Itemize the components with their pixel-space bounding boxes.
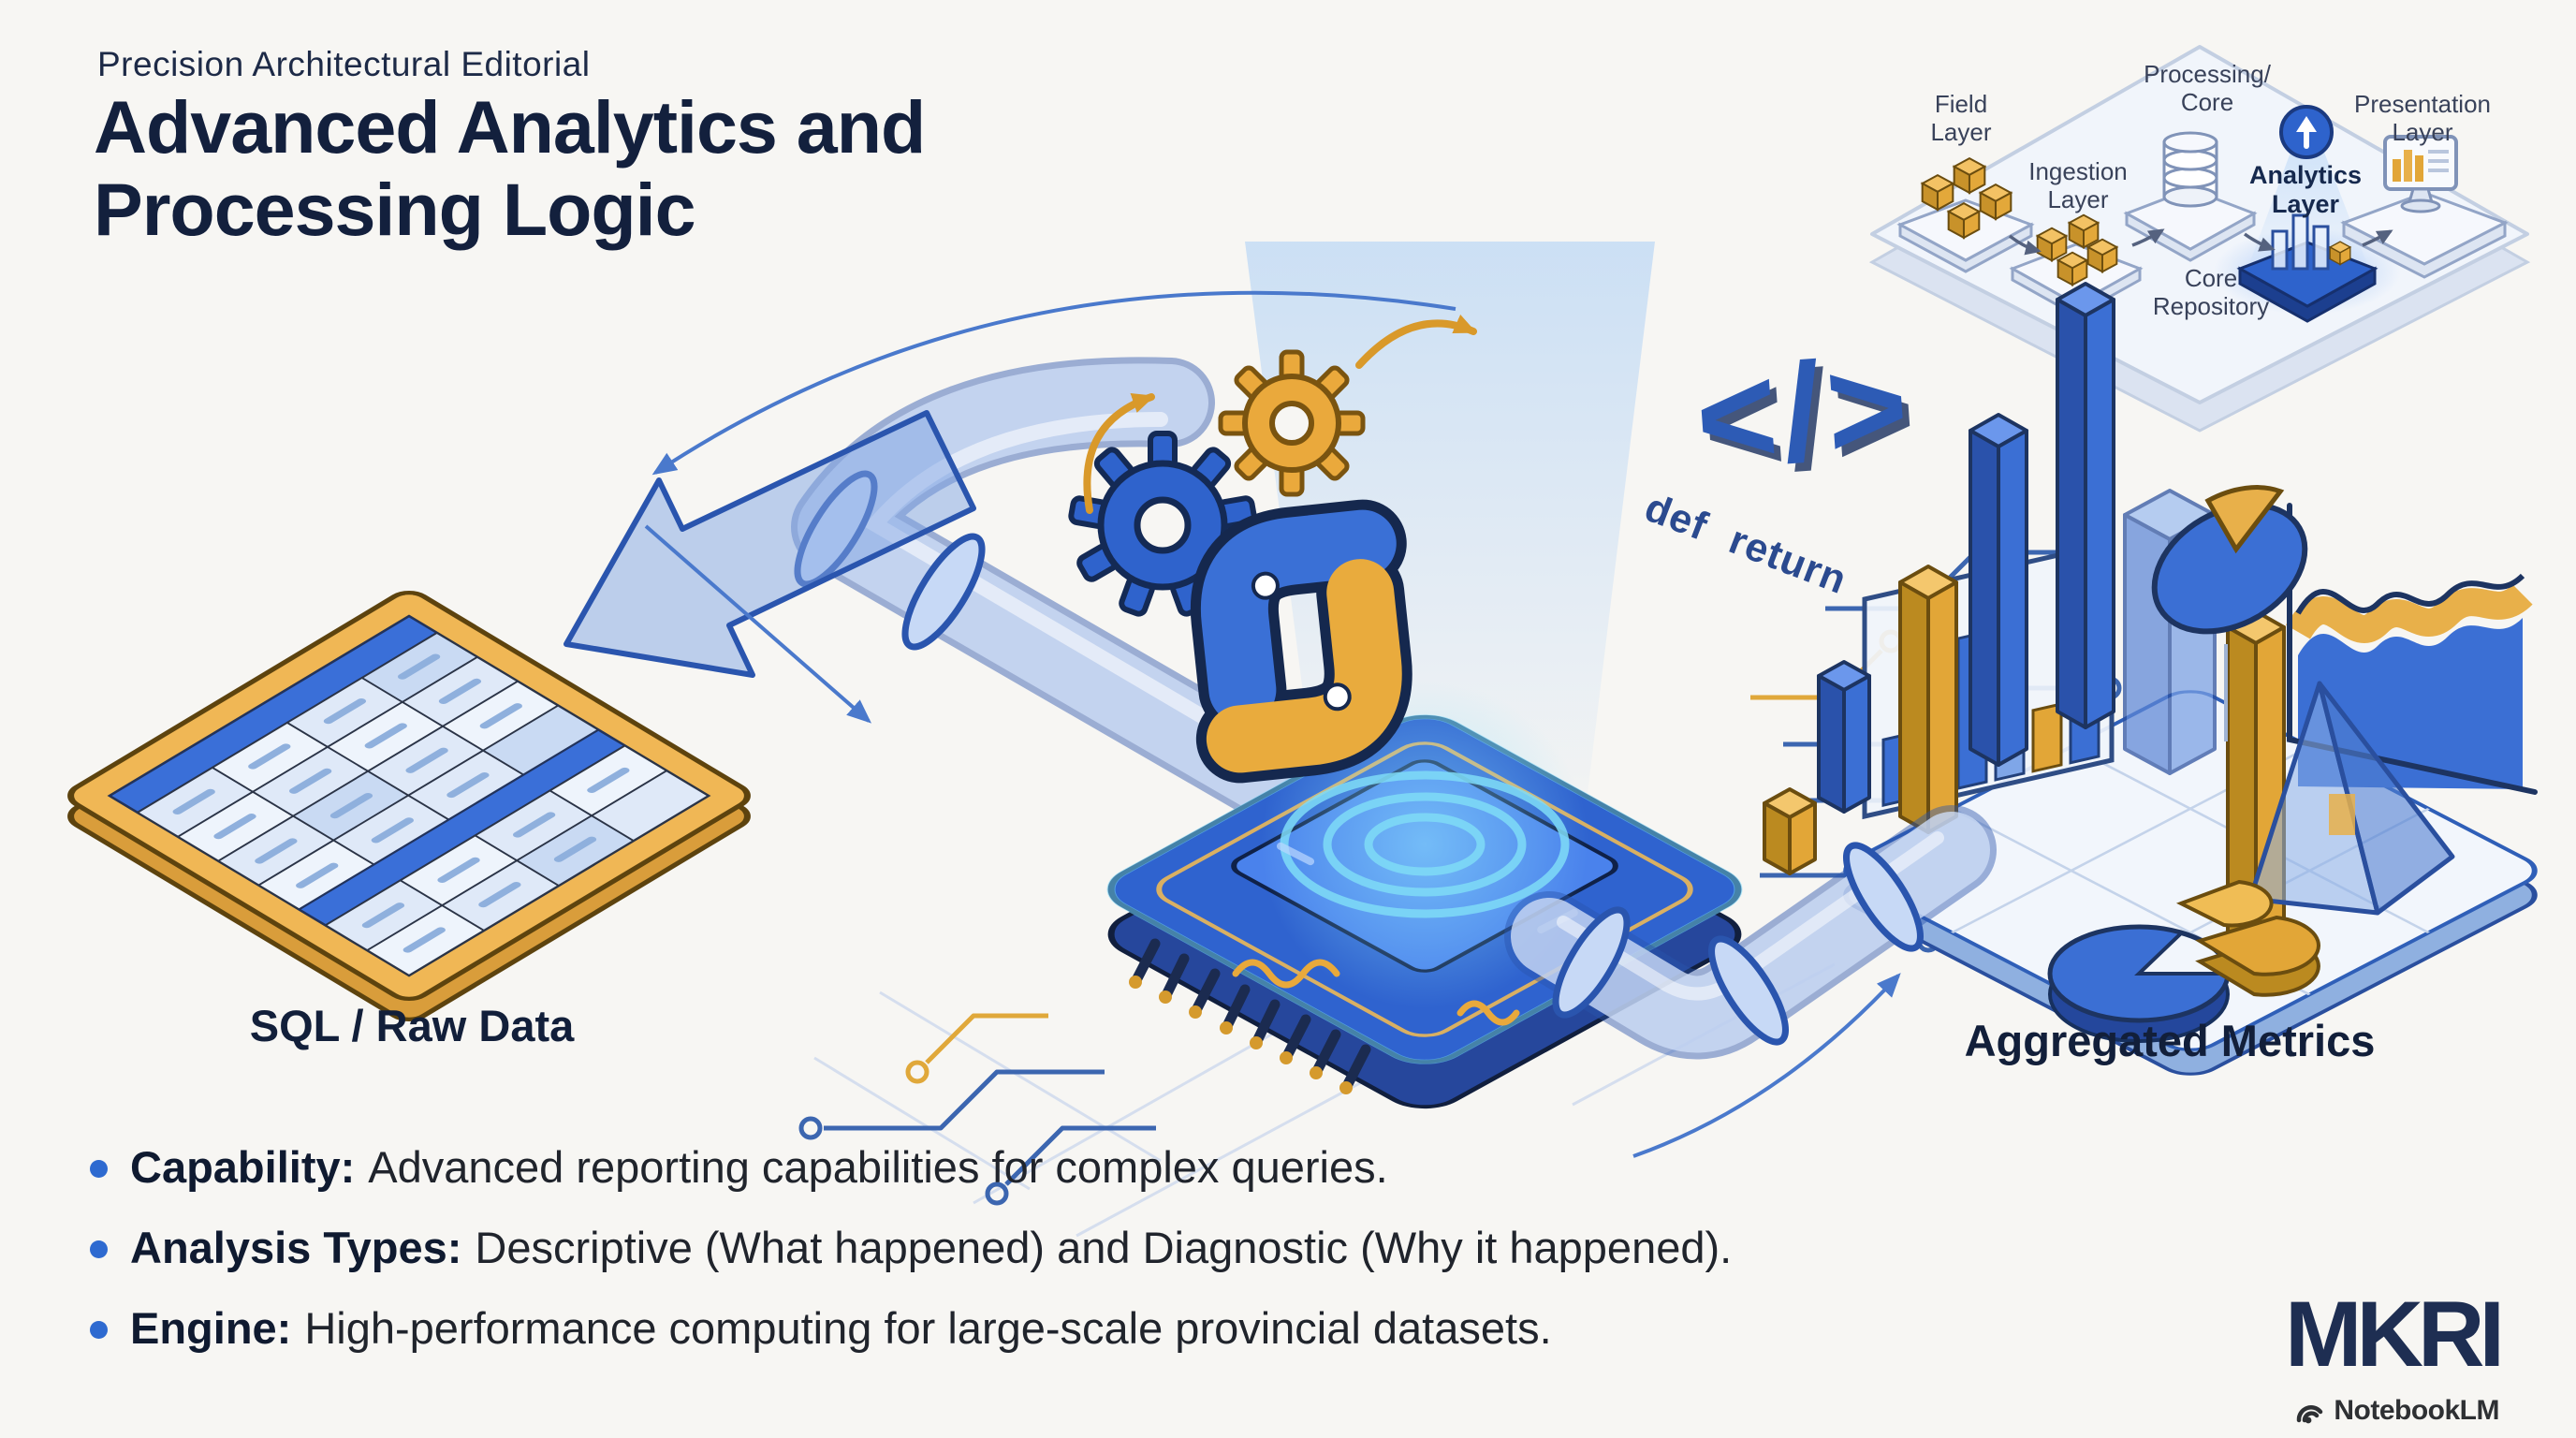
architecture-mini-diagram (1868, 45, 2531, 433)
bar-3d-gold-cube (1763, 787, 1817, 875)
data-cube-icon (1953, 157, 1986, 194)
up-arrow-icon (2279, 105, 2334, 159)
page-title: Advanced Analytics and Processing Logic (94, 85, 926, 252)
attribution-text: NotebookLM (2334, 1395, 2499, 1426)
flow-arrows (644, 290, 1901, 1158)
data-cube-icon (2329, 241, 2351, 266)
label-processing-core: Processing/ Core (2144, 60, 2271, 117)
pie-chart-platform (2047, 879, 2320, 1043)
bullet-label: Analysis Types: (130, 1222, 462, 1272)
mini-field-platform (1896, 157, 2035, 273)
mini-analytics-platform (2236, 213, 2378, 323)
data-cube-icon (2086, 238, 2118, 273)
mini-flow-arrows (2008, 228, 2393, 256)
bullet-text: Advanced reporting capabilities for comp… (368, 1142, 1388, 1192)
bullet-label: Engine: (130, 1302, 292, 1353)
bar-3d-blue-tallest (2056, 282, 2115, 729)
attribution-row: NotebookLM (2275, 1395, 2499, 1427)
list-item: Capability:Advanced reporting capabiliti… (90, 1140, 1732, 1196)
bar-3d-blue-small (1817, 660, 1871, 814)
database-icon (2162, 131, 2218, 208)
bar-3d-blue-tall (1969, 413, 2028, 767)
label-ingestion-layer: Ingestion Layer (2028, 157, 2128, 214)
bullet-label: Capability: (130, 1142, 356, 1192)
label-core-repository: Core Repository (2152, 264, 2270, 321)
label-sql-raw-data: SQL / Raw Data (249, 1001, 575, 1050)
data-cube-icon (2056, 251, 2088, 286)
list-item: Engine:High-performance computing for la… (90, 1301, 1732, 1357)
right-pipe (1504, 805, 1997, 1060)
code-brackets-icon: </> (1690, 328, 1919, 497)
notebooklm-icon (2297, 1405, 2323, 1424)
label-aggregated-metrics: Aggregated Metrics (1964, 1016, 2376, 1065)
bullet-dot-icon (90, 1160, 108, 1178)
python-logo-icon (1190, 499, 1412, 784)
chip-pins (1130, 938, 1371, 1093)
prism-glass (2247, 681, 2455, 916)
data-cube-icon (1921, 174, 1954, 211)
gear-icon-gold (1218, 349, 1366, 497)
monitor-icon (2383, 135, 2458, 213)
metrics-platform-illustration (1763, 282, 2538, 1076)
label-field-layer: Field Layer (1930, 90, 1992, 147)
big-flow-arrow (564, 410, 976, 678)
list-item: Analysis Types: Descriptive (What happene… (90, 1221, 1732, 1276)
pie-chart-floating (2151, 485, 2308, 741)
kicker-text: Precision Architectural Editorial (97, 45, 591, 83)
bullet-dot-icon (90, 1240, 108, 1258)
label-presentation-layer: Presentation Layer (2354, 90, 2491, 147)
bullet-text: Descriptive (What happened) and Diagnost… (475, 1222, 1733, 1272)
gear-swirl-arrows (1083, 314, 1477, 514)
mini-presentation-platform (2340, 135, 2509, 279)
data-cube-icon (2068, 213, 2100, 249)
data-cube-icon (1947, 202, 1981, 239)
data-cube-icon (2036, 227, 2068, 262)
label-analytics-layer: Analytics Layer (2248, 161, 2363, 219)
bullet-text: High-performance computing for large-sca… (304, 1302, 1552, 1353)
brand-logo: MKRI (2285, 1282, 2505, 1386)
sql-table-illustration (67, 591, 751, 1021)
bullet-dot-icon (90, 1320, 108, 1339)
bar-3d-gold-mid (1898, 565, 1958, 834)
key-points-list: Capability:Advanced reporting capabiliti… (90, 1140, 1732, 1381)
